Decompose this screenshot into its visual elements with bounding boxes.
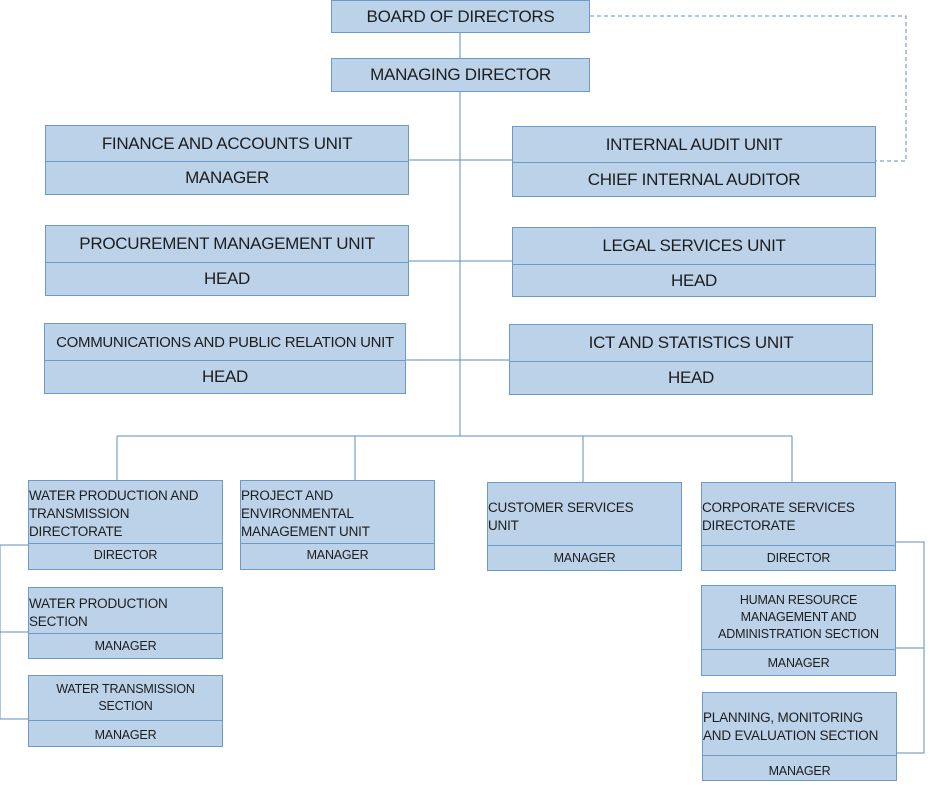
board-title: BOARD OF DIRECTORS xyxy=(366,6,555,26)
planning-section-box: PLANNING, MONITORING AND EVALUATION SECT… xyxy=(702,692,897,781)
audit-head: CHIEF INTERNAL AUDITOR xyxy=(513,162,875,196)
audit-title: INTERNAL AUDIT UNIT xyxy=(605,134,783,154)
corporate-head: DIRECTOR xyxy=(702,545,895,570)
ict-unit-box: ICT AND STATISTICS UNIT HEAD xyxy=(509,324,873,395)
planning-title-line2: AND EVALUATION SECTION xyxy=(703,727,879,743)
project-title-line1: PROJECT AND xyxy=(241,487,334,503)
hr-title-line1: HUMAN RESOURCE xyxy=(739,593,858,607)
water-trans-title-line1: WATER TRANSMISSION xyxy=(56,682,195,696)
customer-title-line1: CUSTOMER SERVICES xyxy=(488,499,634,515)
board-of-directors-box: BOARD OF DIRECTORS xyxy=(331,0,590,33)
water-dir-title-line3: DIRECTORATE xyxy=(29,523,123,539)
internal-audit-box: INTERNAL AUDIT UNIT CHIEF INTERNAL AUDIT… xyxy=(512,126,876,197)
corporate-title-line2: DIRECTORATE xyxy=(702,517,796,533)
procurement-head: HEAD xyxy=(46,262,408,295)
finance-head: MANAGER xyxy=(46,161,408,194)
communications-unit-box: COMMUNICATIONS AND PUBLIC RELATION UNIT … xyxy=(44,323,406,394)
corporate-directorate-box: CORPORATE SERVICES DIRECTORATE DIRECTOR xyxy=(701,482,896,571)
water-prod-head: MANAGER xyxy=(29,633,222,658)
water-dir-title-line2: TRANSMISSION xyxy=(29,505,130,521)
md-title: MANAGING DIRECTOR xyxy=(370,65,551,84)
water-trans-title: WATER TRANSMISSION SECTION xyxy=(29,676,222,720)
ict-title: ICT AND STATISTICS UNIT xyxy=(588,333,794,352)
water-production-section-box: WATER PRODUCTION SECTION MANAGER xyxy=(28,587,223,659)
connector-water-sections xyxy=(0,544,28,720)
finance-title: FINANCE AND ACCOUNTS UNIT xyxy=(101,133,353,153)
customer-head: MANAGER xyxy=(488,545,681,570)
project-title: PROJECT AND ENVIRONMENTAL MANAGEMENT UNI… xyxy=(241,481,434,543)
water-dir-title-line1: WATER PRODUCTION AND xyxy=(29,487,199,503)
corporate-title: CORPORATE SERVICES DIRECTORATE xyxy=(702,483,895,545)
hr-title-line3: ADMINISTRATION SECTION xyxy=(718,627,879,641)
legal-unit-box: LEGAL SERVICES UNIT HEAD xyxy=(512,227,876,297)
procurement-title: PROCUREMENT MANAGEMENT UNIT xyxy=(79,234,375,253)
ict-head: HEAD xyxy=(510,361,872,394)
customer-title-line2: UNIT xyxy=(488,517,519,533)
water-dir-title: WATER PRODUCTION AND TRANSMISSION DIRECT… xyxy=(29,481,222,543)
comms-head: HEAD xyxy=(45,360,405,393)
finance-unit-box: FINANCE AND ACCOUNTS UNIT MANAGER xyxy=(45,125,409,195)
managing-director-box: MANAGING DIRECTOR xyxy=(331,58,590,92)
hr-title: HUMAN RESOURCE MANAGEMENT AND ADMINISTRA… xyxy=(702,586,895,649)
hr-section-box: HUMAN RESOURCE MANAGEMENT AND ADMINISTRA… xyxy=(701,585,896,676)
connector-dashed-audit xyxy=(590,15,907,162)
water-dir-head: DIRECTOR xyxy=(29,543,222,569)
planning-title-line1: PLANNING, MONITORING xyxy=(703,709,864,725)
water-trans-head: MANAGER xyxy=(29,720,222,746)
customer-title: CUSTOMER SERVICES UNIT xyxy=(488,483,681,545)
legal-title: LEGAL SERVICES UNIT xyxy=(602,236,786,255)
project-head: MANAGER xyxy=(241,543,434,569)
comms-title: COMMUNICATIONS AND PUBLIC RELATION UNIT xyxy=(56,333,394,351)
water-prod-title-line1: WATER PRODUCTION xyxy=(29,596,168,611)
hr-head: MANAGER xyxy=(702,649,895,675)
planning-head: MANAGER xyxy=(703,755,896,780)
project-title-line2: ENVIRONMENTAL xyxy=(241,505,354,521)
water-prod-title-line2: SECTION xyxy=(29,614,88,629)
water-trans-title-line2: SECTION xyxy=(98,699,153,713)
project-unit-box: PROJECT AND ENVIRONMENTAL MANAGEMENT UNI… xyxy=(240,480,435,570)
project-title-line3: MANAGEMENT UNIT xyxy=(241,523,370,539)
water-directorate-box: WATER PRODUCTION AND TRANSMISSION DIRECT… xyxy=(28,480,223,570)
legal-head: HEAD xyxy=(513,264,875,296)
water-prod-title: WATER PRODUCTION SECTION xyxy=(29,588,222,633)
customer-services-box: CUSTOMER SERVICES UNIT MANAGER xyxy=(487,482,682,571)
water-transmission-section-box: WATER TRANSMISSION SECTION MANAGER xyxy=(28,675,223,747)
procurement-unit-box: PROCUREMENT MANAGEMENT UNIT HEAD xyxy=(45,225,409,296)
corporate-title-line1: CORPORATE SERVICES xyxy=(702,499,855,515)
hr-title-line2: MANAGEMENT AND xyxy=(740,610,857,624)
planning-title: PLANNING, MONITORING AND EVALUATION SECT… xyxy=(703,693,896,755)
